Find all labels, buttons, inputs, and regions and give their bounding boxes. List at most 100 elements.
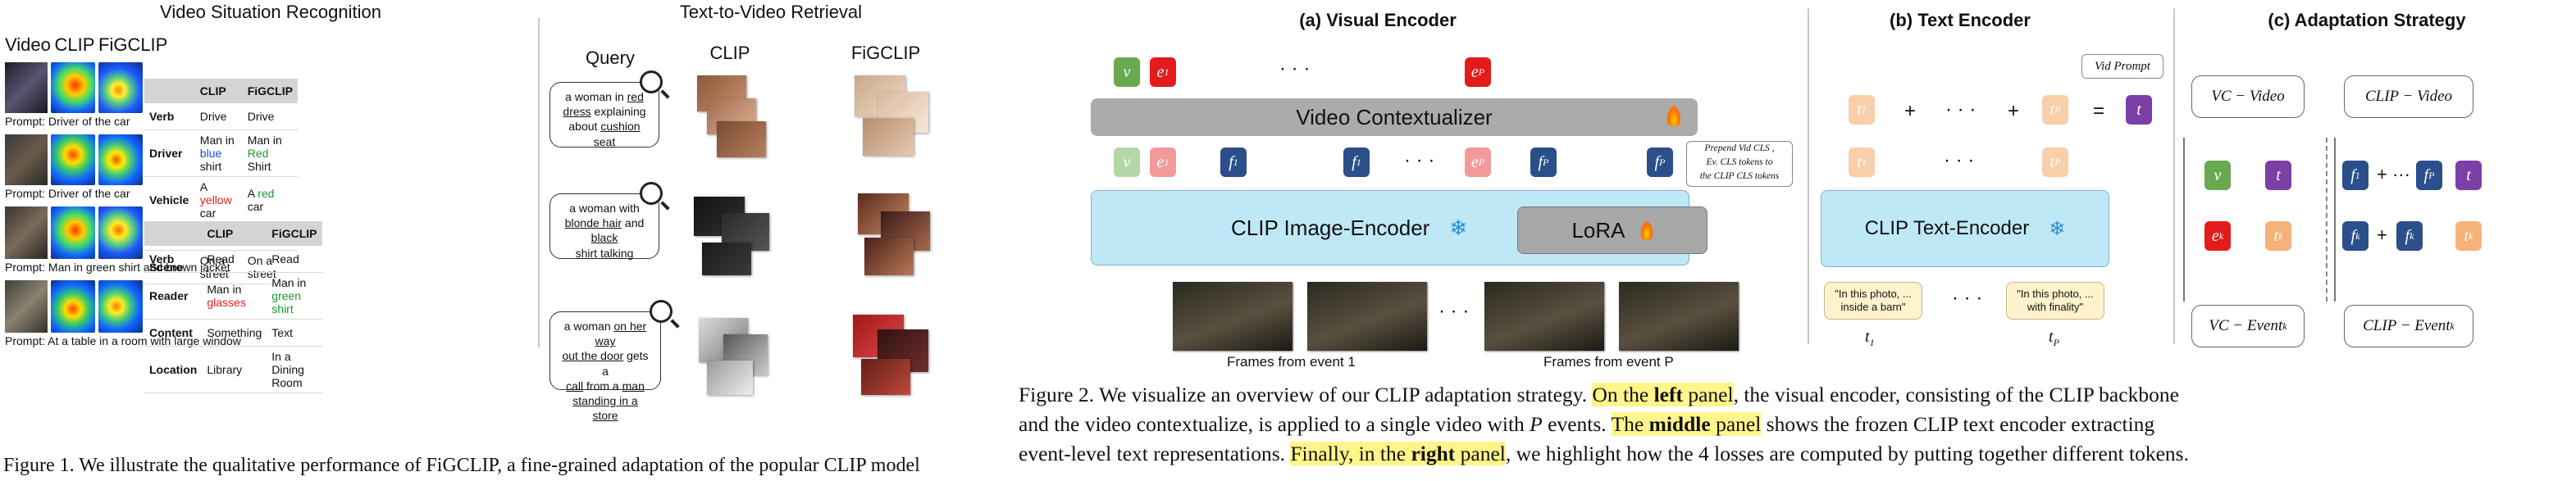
search-icon (640, 182, 663, 205)
clip-result-thumb (702, 243, 751, 275)
snowflake-icon: ❄ (2049, 217, 2066, 240)
vid-token: v (2204, 161, 2231, 190)
lora-block: LoRA (1517, 206, 1707, 254)
clip-value: Library (202, 346, 267, 393)
table-header: CLIP (202, 221, 267, 246)
ellipsis: · · · (1952, 287, 1983, 309)
role-label: Driver (144, 129, 195, 177)
snowflake-icon: ❄ (1449, 215, 1468, 240)
clip-value: A yellow car (194, 176, 243, 224)
figclip-heatmap (98, 280, 143, 333)
clip-result-thumb (717, 121, 766, 157)
vid-prompt-label: Vid Prompt (2081, 54, 2163, 79)
frame-thumb (1619, 282, 1739, 351)
fire-icon (1639, 220, 1653, 240)
clip-value: Man in glasses (202, 272, 267, 320)
figclip-value: Text (267, 319, 322, 347)
vsr-title: Video Situation Recognition (160, 2, 381, 22)
clip-header: CLIP (709, 43, 750, 63)
figclip-heatmap (98, 62, 143, 113)
t1-label: t1 (1865, 328, 1875, 348)
figclip-value: Drive (242, 103, 298, 130)
adaptation-title: (c) Adaptation Strategy (2268, 10, 2466, 30)
video-contextualizer: Video Contextualizer (1091, 98, 1698, 136)
text-encoder-title: (b) Text Encoder (1890, 10, 2031, 30)
bracket (2183, 138, 2185, 302)
frames-event-1-label: Frames from event 1 (1227, 354, 1356, 370)
vid-token: v (1114, 57, 1140, 87)
table-header: CLIP (194, 79, 243, 103)
ellipsis: · · · (1944, 149, 1975, 171)
bracket (2334, 138, 2336, 302)
role-label: Verb (144, 103, 195, 130)
table-header: FiGCLIP (242, 79, 298, 103)
clip-heatmap (51, 280, 95, 333)
figclip-result-thumb (863, 118, 914, 156)
prompt: Prompt: Driver of the car (5, 187, 130, 200)
visual-encoder-title: (a) Visual Encoder (1299, 10, 1457, 30)
text-input-box: "In this photo, ...inside a barn" (1824, 282, 1922, 320)
figclip-result-thumb (861, 359, 910, 395)
figclip-heatmap (98, 206, 143, 259)
vid-token-light: v (1114, 147, 1140, 177)
t2v-title: Text-to-Video Retrieval (679, 2, 863, 22)
clip-value: Read (202, 246, 267, 273)
clip-text-encoder: CLIP Text-Encoder❄ (1821, 190, 2109, 267)
clip-heatmap (51, 62, 95, 113)
role-label: Reader (144, 272, 203, 320)
clip-value: Man in blue shirt (194, 129, 243, 177)
ellipsis: · · · (1279, 57, 1311, 79)
vc-video-box: VC − Video (2191, 75, 2305, 118)
prompt: Prompt: Driver of the car (5, 115, 130, 128)
clip-result-thumb (707, 361, 753, 395)
figclip-heatmap (98, 134, 143, 185)
figclip-result-thumb (864, 238, 914, 275)
divider (538, 18, 540, 347)
col-figclip: FiGCLIP (98, 34, 168, 55)
figclip-value: A red car (242, 176, 298, 224)
dashed-divider (2326, 138, 2328, 302)
clip-video-box: CLIP − Video (2344, 75, 2473, 118)
video-text-token: t (2126, 95, 2152, 125)
ellipsis: · · · (1438, 300, 1470, 322)
plus-ellipsis: + ··· (2377, 164, 2410, 184)
plus-symbol: + (1904, 100, 1917, 122)
figclip-value: Man in green shirt (267, 272, 322, 320)
figclip-value: Read (267, 246, 322, 273)
role-label: Content (144, 319, 203, 347)
ellipsis: · · · (1404, 149, 1435, 171)
frames-event-p-label: Frames from event P (1543, 354, 1674, 370)
figclip-value: Man in Red Shirt (242, 129, 298, 177)
col-video: Video (5, 34, 51, 55)
clip-value: Something (202, 319, 267, 347)
divider (1808, 8, 1809, 344)
search-icon (650, 300, 672, 323)
clip-value: Drive (194, 103, 243, 130)
search-icon (640, 70, 663, 93)
ellipsis: · · · (1945, 98, 1976, 120)
divider (2173, 8, 2175, 344)
